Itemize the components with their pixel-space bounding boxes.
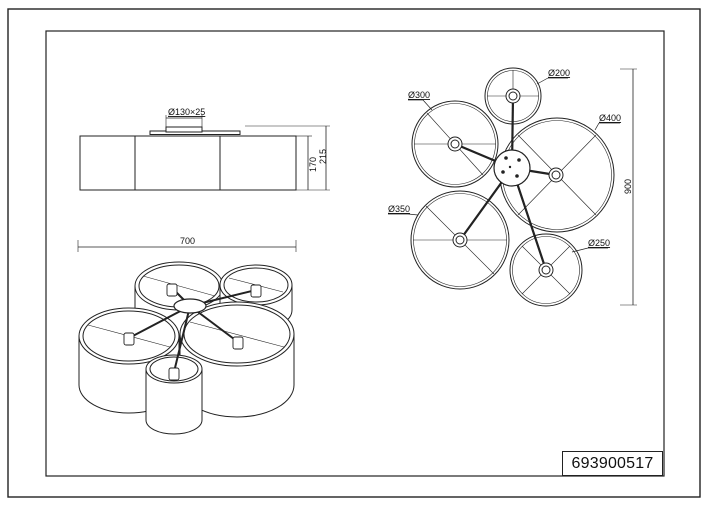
side-view bbox=[79, 115, 330, 191]
height-inner-label: 170 bbox=[308, 157, 318, 172]
shade-label-250: Ø250 bbox=[588, 238, 610, 248]
inner-frame bbox=[45, 30, 665, 477]
shade-label-200: Ø200 bbox=[548, 68, 570, 78]
side-shade-right bbox=[219, 135, 297, 191]
mount-canopy bbox=[165, 126, 203, 133]
outer-frame bbox=[7, 8, 701, 498]
mount-dim-label: Ø130×25 bbox=[168, 107, 205, 117]
shade-label-300: Ø300 bbox=[408, 90, 430, 100]
iso-hub bbox=[173, 298, 207, 314]
shade-label-350: Ø350 bbox=[388, 204, 410, 214]
height-outer-label: 215 bbox=[318, 149, 328, 164]
article-number-box: 693900517 bbox=[562, 451, 663, 476]
side-shade-left bbox=[79, 135, 136, 191]
width-dim-label: 700 bbox=[180, 236, 195, 246]
top-leaders bbox=[388, 77, 620, 253]
iso-view bbox=[77, 240, 297, 435]
top-sockets bbox=[447, 88, 564, 278]
iso-shade-front-small bbox=[145, 354, 203, 435]
overall-dim-label: 900 bbox=[623, 179, 633, 194]
shade-label-400: Ø400 bbox=[599, 113, 621, 123]
top-shade-350 bbox=[410, 190, 510, 290]
top-hub bbox=[493, 149, 531, 187]
iso-sockets bbox=[123, 283, 262, 381]
top-hub-screws bbox=[501, 156, 521, 178]
side-shade-center bbox=[134, 135, 221, 191]
top-view bbox=[388, 67, 637, 307]
